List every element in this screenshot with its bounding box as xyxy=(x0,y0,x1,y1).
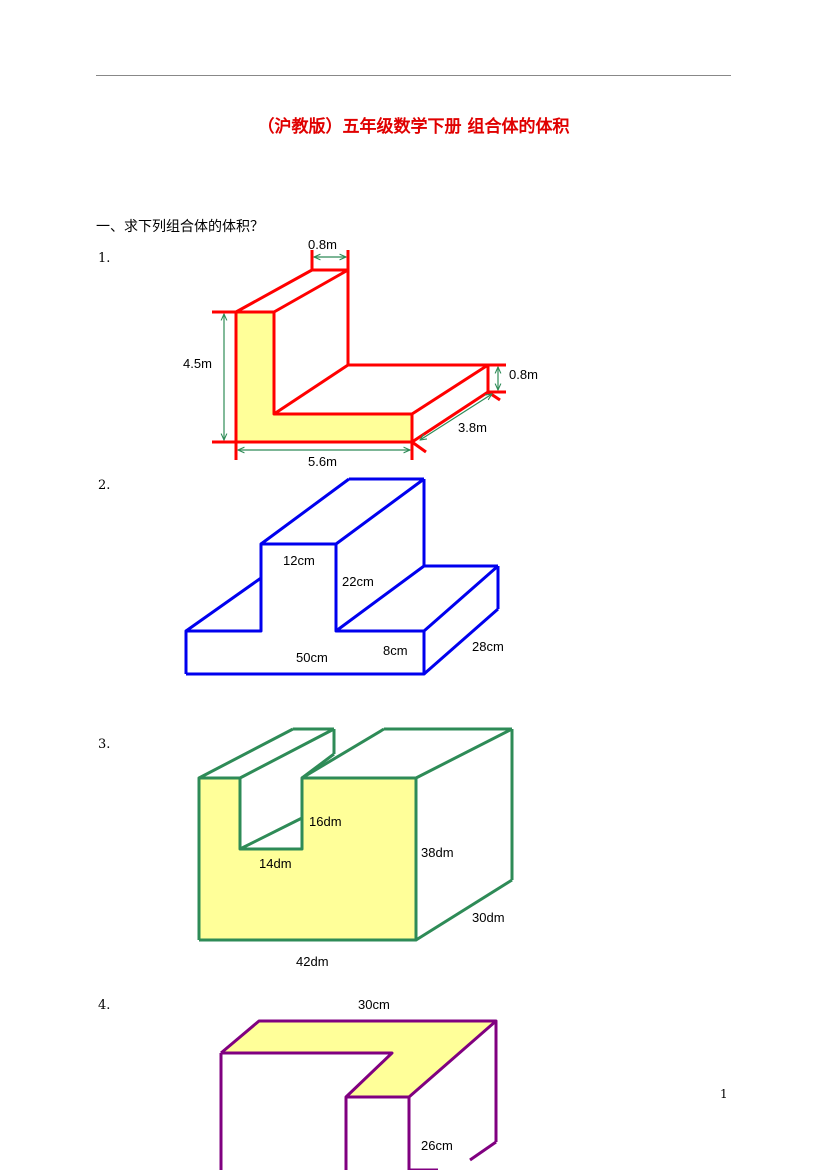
fig1-label-base-thickness: 0.8m xyxy=(509,367,538,382)
fig1-dimension-arrows xyxy=(224,257,498,450)
figure-3: 16dm 14dm 38dm 30dm 42dm xyxy=(197,727,514,969)
fig4-label-top: 30cm xyxy=(358,997,390,1012)
fig2-label-top-width: 12cm xyxy=(283,553,315,568)
fig3-edges xyxy=(197,727,514,942)
fig4-edges xyxy=(219,1019,498,1170)
question-4-number: 4. xyxy=(98,998,111,1013)
fig3-label-depth: 30dm xyxy=(472,910,505,925)
fig3-front-face xyxy=(199,778,416,940)
fig2-label-step-height: 22cm xyxy=(342,574,374,589)
fig2-label-length: 50cm xyxy=(296,650,328,665)
header-rule xyxy=(96,75,731,76)
page-title: （沪教版）五年级数学下册 组合体的体积 xyxy=(257,117,570,137)
question-3-number: 3. xyxy=(98,737,111,752)
fig3-label-slot-width: 14dm xyxy=(259,856,292,871)
fig2-label-depth: 28cm xyxy=(472,639,504,654)
fig1-label-top: 0.8m xyxy=(308,237,337,252)
fig3-label-height: 38dm xyxy=(421,845,454,860)
question-1-number: 1. xyxy=(98,251,111,266)
fig4-top-face xyxy=(221,1021,496,1097)
fig1-label-height: 4.5m xyxy=(183,356,212,371)
figure-4: 30cm 26cm xyxy=(219,997,498,1170)
page-number: 1 xyxy=(720,1087,728,1101)
question-2-number: 2. xyxy=(98,478,111,493)
fig2-label-base-height: 8cm xyxy=(383,643,408,658)
fig3-label-width: 42dm xyxy=(296,954,329,969)
fig1-front-face xyxy=(236,312,412,442)
section-heading: 一、求下列组合体的体积？ xyxy=(96,219,264,235)
fig1-label-depth: 3.8m xyxy=(458,420,487,435)
fig1-label-width: 5.6m xyxy=(308,454,337,469)
fig3-label-slot-depth: 16dm xyxy=(309,814,342,829)
figure-2: 12cm 22cm 50cm 8cm 28cm xyxy=(184,477,504,676)
figure-1: 0.8m 4.5m 0.8m 3.8m 5.6m xyxy=(183,237,538,469)
fig4-label-height: 26cm xyxy=(421,1138,453,1153)
fig2-edges xyxy=(184,477,500,676)
